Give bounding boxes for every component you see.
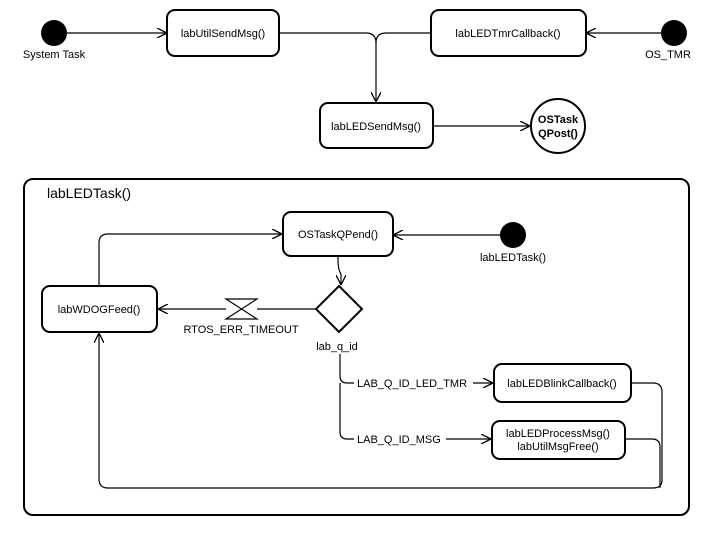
os-task-q-post-label-2: QPost() xyxy=(538,128,578,140)
edge-decision-to-led-tmr-branch xyxy=(339,354,354,384)
lab-led-process-msg-label-1: labLEDProcessMsg() xyxy=(506,428,610,440)
edge-tmr-callback-to-led-send xyxy=(375,32,431,44)
system-task-start-node xyxy=(41,20,67,46)
edge-process-msg-to-return xyxy=(625,438,661,488)
edge-label-led-tmr: LAB_Q_ID_LED_TMR xyxy=(357,378,467,390)
os-tmr-start-node xyxy=(661,20,687,46)
lab-led-process-msg-label-2: labUtilMsgFree() xyxy=(517,441,598,453)
os-tmr-label: OS_TMR xyxy=(645,49,691,61)
lab-led-task-start-node xyxy=(500,222,526,248)
rtos-err-timeout-label: RTOS_ERR_TIMEOUT xyxy=(183,324,298,336)
lab-wdog-feed-label: labWDOGFeed() xyxy=(58,304,141,316)
edge-decision-to-msg-branch xyxy=(339,383,354,440)
lab-led-send-msg-label: labLEDSendMsg() xyxy=(331,121,421,133)
timeout-hourglass-icon xyxy=(223,298,260,320)
edge-q-pend-to-decision xyxy=(338,256,341,284)
edge-util-send-to-led-send xyxy=(279,32,376,101)
system-task-label: System Task xyxy=(23,49,86,61)
lab-util-send-msg-label: labUtilSendMsg() xyxy=(181,28,265,40)
edge-label-msg: LAB_Q_ID_MSG xyxy=(357,434,441,446)
lab-led-process-msg-box xyxy=(491,420,626,460)
edge-wdog-feed-to-q-pend xyxy=(98,234,281,286)
lab-led-task-start-label: labLEDTask() xyxy=(480,252,546,264)
lab-led-task-container-title: labLEDTask() xyxy=(47,185,131,201)
lab-led-task-container xyxy=(23,178,690,516)
lab-led-blink-callback-label: labLEDBlinkCallback() xyxy=(507,378,616,390)
os-task-q-post-label-1: OSTask xyxy=(538,114,579,126)
edge-blink-callback-to-wdog-feed xyxy=(99,334,663,489)
os-task-q-pend-label: OSTaskQPend() xyxy=(298,229,378,241)
lab-q-id-decision-node xyxy=(314,284,364,334)
lab-led-tmr-callback-label: labLEDTmrCallback() xyxy=(455,28,560,40)
lab-q-id-label: lab_q_id xyxy=(316,341,358,353)
os-task-q-post-node xyxy=(530,98,586,154)
